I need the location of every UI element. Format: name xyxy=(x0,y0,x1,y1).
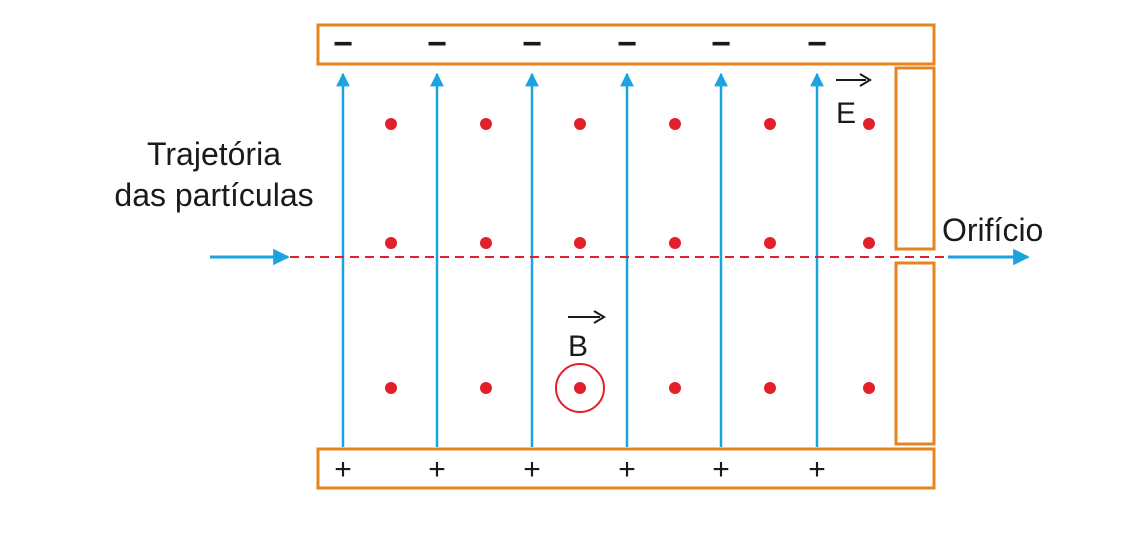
electric-field-vector-arrowhead-icon xyxy=(859,73,872,87)
minus-sign: − xyxy=(711,25,731,63)
field-dot xyxy=(385,118,397,130)
minus-sign: − xyxy=(522,25,542,63)
bottom-plate-signs: + + + + + + xyxy=(334,453,826,486)
plus-sign: + xyxy=(808,453,826,486)
field-dot xyxy=(669,118,681,130)
plus-sign: + xyxy=(428,453,446,486)
trajectory-label-line-2: das partículas xyxy=(114,177,313,213)
electric-field-label: E xyxy=(836,97,856,130)
field-dot xyxy=(385,382,397,394)
field-dot xyxy=(863,118,875,130)
magnetic-field-label: B xyxy=(568,330,588,363)
field-dot xyxy=(863,237,875,249)
top-plate xyxy=(316,23,936,66)
top-plate-signs: −−−−−− xyxy=(333,25,827,63)
right-plate-lower xyxy=(894,261,936,446)
field-dot xyxy=(764,382,776,394)
field-dot xyxy=(764,118,776,130)
field-dot xyxy=(574,118,586,130)
magnetic-field-vector-arrowhead-icon xyxy=(593,310,606,324)
plus-sign: + xyxy=(712,453,730,486)
field-dot xyxy=(669,237,681,249)
electric-field-lines xyxy=(336,72,824,447)
bottom-plate xyxy=(316,447,936,490)
plus-sign: + xyxy=(618,453,636,486)
field-dot xyxy=(385,237,397,249)
plus-sign: + xyxy=(334,453,352,486)
magnetic-field-out-of-page-symbol xyxy=(555,363,605,413)
magnetic-field-dots xyxy=(385,118,875,394)
field-dot xyxy=(669,382,681,394)
field-dot xyxy=(863,382,875,394)
plus-sign: + xyxy=(523,453,541,486)
field-dot xyxy=(480,237,492,249)
field-dot xyxy=(480,118,492,130)
minus-sign: − xyxy=(807,25,827,63)
orifice-label: Orifício xyxy=(942,212,1043,248)
minus-sign: − xyxy=(427,25,447,63)
field-dot xyxy=(480,382,492,394)
field-dot xyxy=(764,237,776,249)
field-dot xyxy=(574,382,586,394)
field-dot xyxy=(574,237,586,249)
trajectory-label-line-1: Trajetória xyxy=(147,136,281,172)
minus-sign: − xyxy=(617,25,637,63)
right-plate-upper xyxy=(894,66,936,251)
minus-sign: − xyxy=(333,25,353,63)
